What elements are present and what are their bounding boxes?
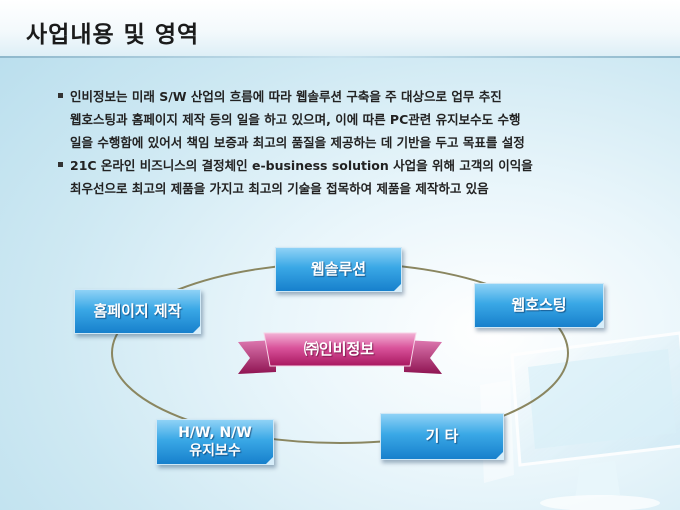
bullet-line: 일을 수행함에 있어서 책임 보증과 최고의 품질을 제공하는 데 기반을 두고… — [70, 135, 525, 150]
hw-box-line1: H/W, N/W — [178, 425, 252, 441]
bullet-item-2: 21C 온라인 비즈니스의 결정체인 e-business solution 사… — [58, 154, 658, 200]
web-hosting-box: 웹호스팅 — [474, 283, 604, 328]
bullet-line: 최우선으로 최고의 제품을 가지고 최고의 기술을 접목하여 제품을 제작하고 … — [70, 181, 489, 196]
bullet-icon — [58, 93, 63, 98]
bullet-line: 인비정보는 미래 S/W 산업의 흐름에 따라 웹솔루션 구축을 주 대상으로 … — [70, 89, 502, 104]
description-list: 인비정보는 미래 S/W 산업의 흐름에 따라 웹솔루션 구축을 주 대상으로 … — [58, 85, 658, 200]
bullet-icon — [58, 162, 63, 167]
bullet-item-1: 인비정보는 미래 S/W 산업의 흐름에 따라 웹솔루션 구축을 주 대상으로 … — [58, 85, 658, 154]
ribbon-body — [263, 332, 417, 367]
hw-maintenance-box: H/W, N/W 유지보수 — [156, 419, 274, 465]
web-solution-box: 웹솔루션 — [275, 247, 402, 292]
hw-box-line2: 유지보수 — [189, 443, 241, 459]
header-bar — [0, 0, 680, 58]
page-title: 사업내용 및 영역 — [26, 22, 200, 48]
homepage-box: 홈페이지 제작 — [74, 289, 201, 334]
header-divider — [0, 56, 680, 58]
bullet-line: 웹호스팅과 홈페이지 제작 등의 일을 하고 있으며, 이에 따른 PC관련 유… — [70, 112, 521, 127]
company-name-ribbon: ㈜인비정보 — [303, 340, 375, 358]
etc-box: 기 타 — [380, 413, 504, 460]
bullet-line: 21C 온라인 비즈니스의 결정체인 e-business solution 사… — [70, 158, 533, 173]
